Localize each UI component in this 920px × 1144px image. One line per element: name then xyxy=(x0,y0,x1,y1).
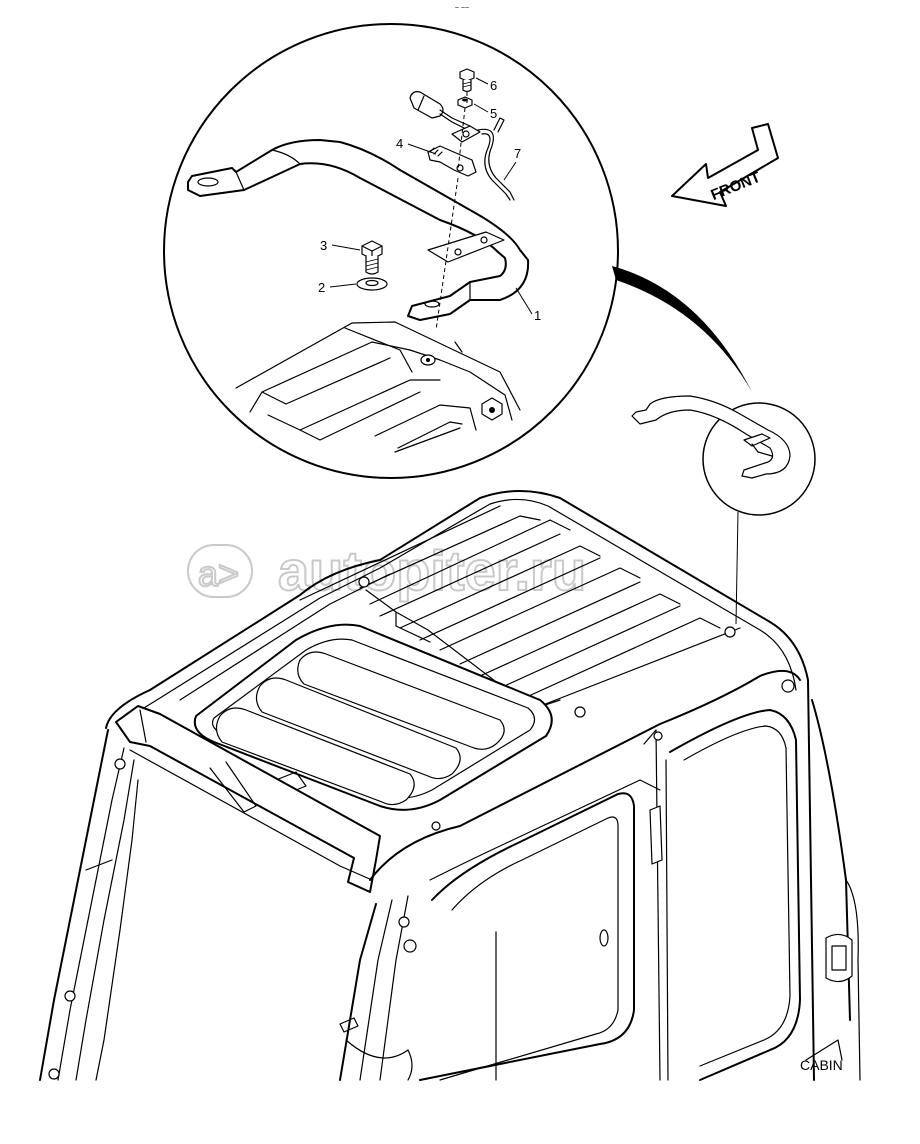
front-arrow: FRONT xyxy=(671,123,779,207)
cable-part-7 xyxy=(409,91,515,201)
detail-circle xyxy=(163,23,619,479)
cabin-body xyxy=(39,490,861,1081)
skylight xyxy=(193,623,553,811)
detail-pointer xyxy=(612,266,752,392)
bolt-part-6 xyxy=(459,68,475,93)
drawing-caption: CABIN xyxy=(800,1057,843,1073)
bolt-part-3 xyxy=(361,240,383,275)
callout-5: 5 xyxy=(490,106,497,121)
washer-part-2 xyxy=(356,277,388,291)
handrail-part-1 xyxy=(187,139,530,321)
svg-text:a>: a> xyxy=(198,553,239,594)
callout-1: 1 xyxy=(534,308,541,323)
detail-view: 1 2 3 4 5 6 7 xyxy=(163,23,619,479)
nut-part-5 xyxy=(457,96,473,109)
callout-4: 4 xyxy=(396,136,403,151)
detail-roof-section xyxy=(235,321,521,453)
front-guard xyxy=(115,705,381,893)
callout-6: 6 xyxy=(490,78,497,93)
bracket-part-4 xyxy=(427,145,477,177)
callout-3: 3 xyxy=(320,238,327,253)
top-mark: ~ ~~ xyxy=(455,5,469,12)
callout-2: 2 xyxy=(318,280,325,295)
callout-7: 7 xyxy=(514,146,521,161)
small-detail-view xyxy=(631,395,816,625)
